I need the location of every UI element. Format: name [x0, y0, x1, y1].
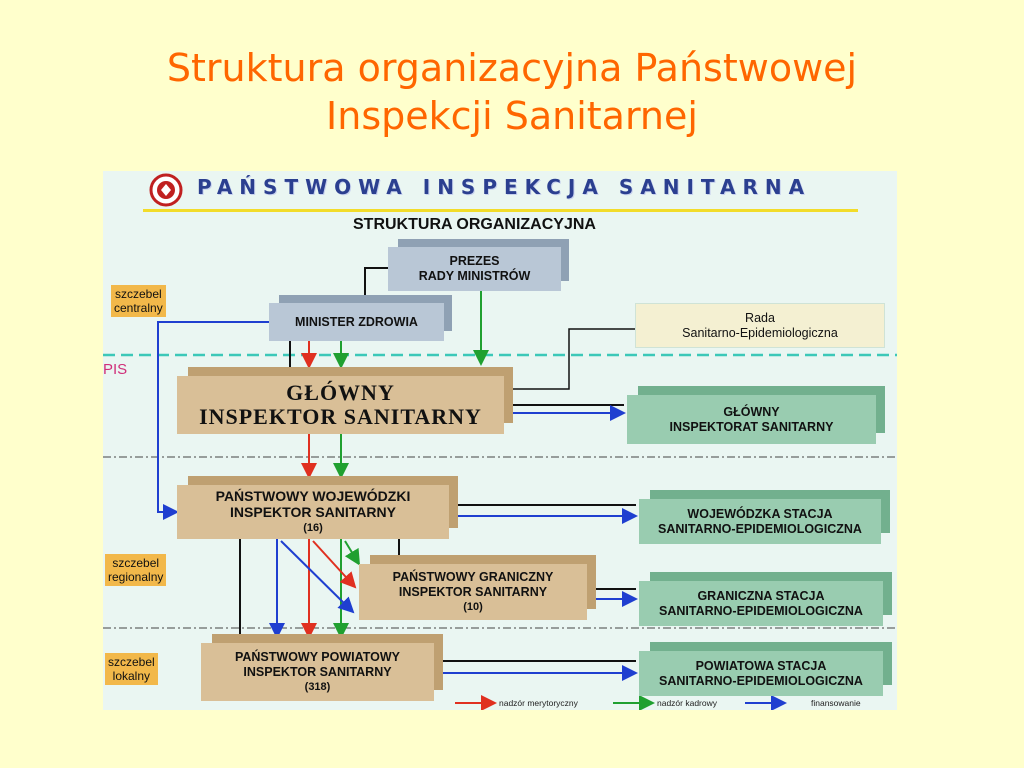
wsse-line-2: SANITARNO-EPIDEMIOLOGICZNA [658, 521, 862, 536]
level-label-regional: szczebel regionalny [105, 554, 167, 586]
header-title: PAŃSTWOWA INSPEKCJA SANITARNA [197, 175, 812, 199]
box-panstwowy-powiatowy-inspektor: PAŃSTWOWY POWIATOWY INSPEKTOR SANITARNY … [201, 643, 434, 701]
diagram-subtitle: STRUKTURA ORGANIZACYJNA [353, 216, 596, 233]
ppis-line-1: PAŃSTWOWY POWIATOWY [234, 649, 401, 664]
wsse-line-1: WOJEWÓDZKA STACJA [687, 506, 833, 521]
org-chart-panel: PAŃSTWOWA INSPEKCJA SANITARNA STRUKTURA … [103, 171, 897, 710]
pwis-count: (16) [303, 522, 323, 534]
psse-line-2: SANITARNO-EPIDEMIOLOGICZNA [659, 673, 863, 688]
emblem-icon [148, 173, 184, 207]
gsse-line-2: SANITARNO-EPIDEMIOLOGICZNA [659, 603, 863, 618]
level-local-line-2: lokalny [112, 669, 151, 683]
ppis-count: (318) [304, 680, 331, 693]
box-minister-zdrowia: MINISTER ZDROWIA [269, 303, 444, 341]
box-wojewodzka-stacja: WOJEWÓDZKA STACJA SANITARNO-EPIDEMIOLOGI… [639, 499, 881, 544]
level-label-local: szczebel lokalny [105, 653, 158, 685]
level-central-line-1: szczebel [115, 287, 162, 301]
connector-lines [103, 267, 897, 710]
legend-substantive-supervision: nadzór merytoryczny [499, 698, 578, 708]
box-glowny-inspektorat-sanitarny: GŁÓWNY INSPEKTORAT SANITARNY [627, 395, 876, 444]
box-prezes-rady-ministrow: PREZES RADY MINISTRÓW [388, 247, 561, 291]
pwis-line-2: INSPEKTOR SANITARNY [230, 504, 396, 520]
slide-title-line-2: Inspekcji Sanitarnej [326, 94, 698, 138]
pgis-line-1: PAŃSTWOWY GRANICZNY [392, 569, 554, 584]
legend-personnel-supervision: nadzór kadrowy [657, 698, 718, 708]
rada-line-2: Sanitarno-Epidemiologiczna [682, 325, 838, 340]
line-prezes-minister [364, 267, 388, 296]
pis-label: PIS [103, 361, 128, 378]
rada-line-1: Rada [745, 310, 775, 325]
gis-line-1: GŁÓWNY [286, 380, 395, 405]
pgis-count: (10) [463, 600, 483, 613]
header-underline [143, 209, 858, 212]
pgis-line-2: INSPEKTOR SANITARNY [398, 584, 548, 599]
minister-label: MINISTER ZDROWIA [295, 314, 418, 329]
gis-line-2: INSPEKTOR SANITARNY [199, 404, 482, 429]
box-glowny-inspektor-sanitarny: GŁÓWNY INSPEKTOR SANITARNY [177, 376, 504, 434]
level-label-central: szczebel centralny [111, 285, 166, 317]
prezes-line-1: PREZES [449, 254, 500, 268]
level-local-line-1: szczebel [108, 655, 155, 669]
gsse-line-1: GRANICZNA STACJA [697, 588, 825, 603]
gis-office-line-1: GŁÓWNY [723, 404, 780, 419]
ppis-line-2: INSPEKTOR SANITARNY [243, 664, 392, 679]
level-regional-line-2: regionalny [108, 570, 164, 584]
level-regional-line-1: szczebel [112, 556, 160, 570]
slide-title: Struktura organizacyjna Państwowej Inspe… [0, 44, 1024, 140]
box-panstwowy-graniczny-inspektor: PAŃSTWOWY GRANICZNY INSPEKTOR SANITARNY … [359, 564, 587, 620]
box-panstwowy-wojewodzki-inspektor: PAŃSTWOWY WOJEWÓDZKI INSPEKTOR SANITARNY… [177, 485, 449, 539]
level-central-line-2: centralny [114, 301, 163, 315]
line-minister-pwis-blue [157, 321, 275, 520]
line-pwis-pgis-blue [280, 540, 355, 614]
pwis-line-1: PAŃSTWOWY WOJEWÓDZKI [215, 488, 411, 504]
line-rada-gis [512, 328, 635, 390]
gis-office-line-2: INSPEKTORAT SANITARNY [669, 419, 834, 434]
line-pwis-pgis-red [312, 540, 357, 589]
line-pwis-pgis-green [344, 540, 361, 566]
legend-financing: finansowanie [811, 698, 861, 708]
box-powiatowa-stacja: POWIATOWA STACJA SANITARNO-EPIDEMIOLOGIC… [639, 651, 883, 696]
slide-title-line-1: Struktura organizacyjna Państwowej [166, 46, 858, 90]
box-rada-sanitarno-epidemiologiczna: Rada Sanitarno-Epidemiologiczna [635, 303, 885, 348]
box-graniczna-stacja: GRANICZNA STACJA SANITARNO-EPIDEMIOLOGIC… [639, 581, 883, 626]
psse-line-1: POWIATOWA STACJA [695, 658, 827, 673]
prezes-line-2: RADY MINISTRÓW [418, 269, 531, 283]
